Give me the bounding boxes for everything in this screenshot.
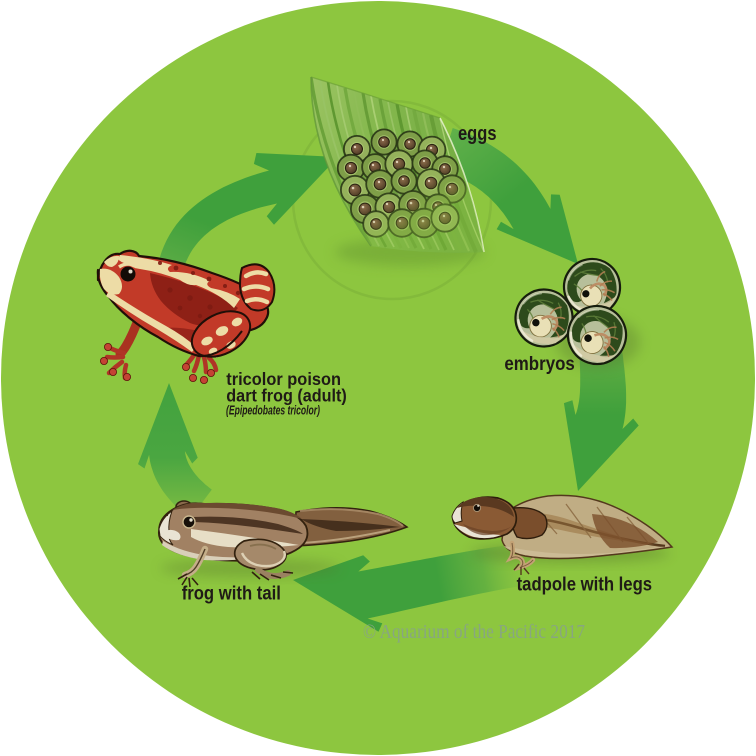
svg-text:dart frog (adult): dart frog (adult) <box>226 386 346 406</box>
svg-text:eggs: eggs <box>458 123 497 145</box>
svg-text:tadpole with legs: tadpole with legs <box>517 574 653 595</box>
svg-text:© Aquarium of the Pacific 2017: © Aquarium of the Pacific 2017 <box>363 622 585 643</box>
svg-text:embryos: embryos <box>504 354 574 375</box>
svg-text:(Epipedobates tricolor): (Epipedobates tricolor) <box>226 404 320 418</box>
svg-text:frog with tail: frog with tail <box>182 584 281 605</box>
svg-text:tricolor poison: tricolor poison <box>226 369 341 389</box>
